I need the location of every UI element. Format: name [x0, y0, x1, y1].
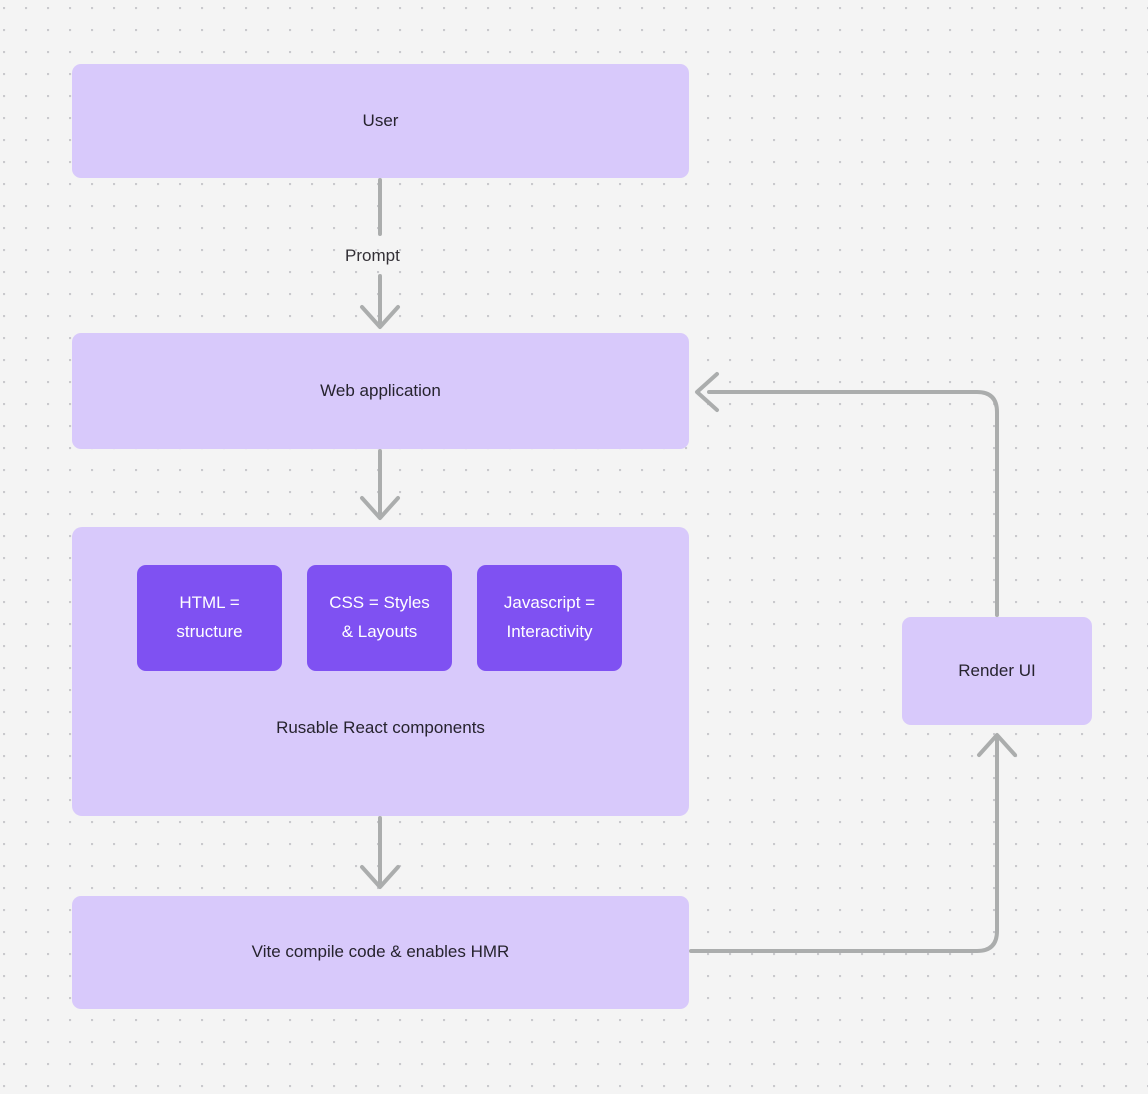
node-react-components-group[interactable]: HTML = structure CSS = Styles & Layouts …: [72, 527, 689, 816]
edge-label-prompt: Prompt: [345, 246, 400, 265]
node-react-components-caption: Rusable React components: [276, 718, 485, 737]
node-render-ui[interactable]: Render UI: [902, 617, 1092, 725]
node-user-label: User: [362, 110, 399, 130]
node-user[interactable]: User: [72, 64, 689, 178]
chip-javascript-label: Javascript = Interactivity: [503, 593, 596, 641]
node-render-ui-label: Render UI: [958, 660, 1036, 680]
chip-css-label: CSS = Styles & Layouts: [329, 593, 430, 641]
chip-row: HTML = structure CSS = Styles & Layouts …: [137, 565, 624, 671]
node-web-application-label: Web application: [320, 380, 441, 400]
arrowhead-group-top: [360, 496, 400, 520]
node-vite-label: Vite compile code & enables HMR: [251, 942, 510, 962]
arrowhead-webapp-top: [360, 305, 400, 329]
chip-css[interactable]: CSS = Styles & Layouts: [307, 565, 452, 671]
chip-javascript[interactable]: Javascript = Interactivity: [477, 565, 622, 671]
arrowhead-vite-top: [360, 865, 400, 889]
node-web-application[interactable]: Web application: [72, 333, 689, 449]
chip-html[interactable]: HTML = structure: [137, 565, 282, 671]
node-vite[interactable]: Vite compile code & enables HMR: [72, 896, 689, 1009]
chip-html-label: HTML = structure: [176, 593, 243, 641]
edge-render-to-webapp: [707, 390, 999, 617]
arrowhead-render-bottom: [977, 733, 1017, 757]
arrowhead-webapp-right: [695, 372, 719, 412]
edge-vite-to-render: [689, 735, 999, 953]
